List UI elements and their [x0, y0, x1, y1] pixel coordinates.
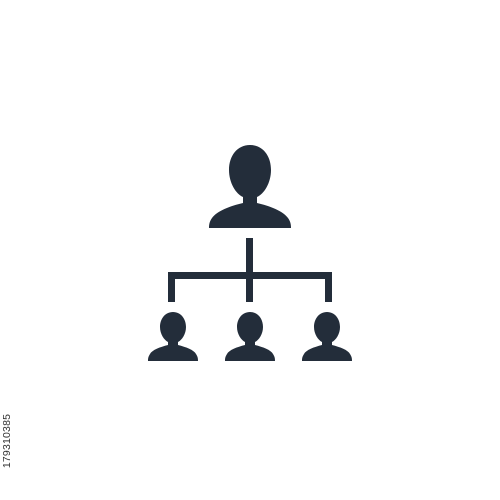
- hierarchy-connector: [168, 238, 332, 302]
- stock-id-text: 179310385: [1, 413, 13, 469]
- top-person-icon: [209, 145, 291, 228]
- child-person-center-icon: [225, 312, 275, 361]
- child-person-left-icon: [148, 312, 198, 361]
- child-person-right-icon: [302, 312, 352, 361]
- stock-id-label: 179310385: [1, 386, 13, 496]
